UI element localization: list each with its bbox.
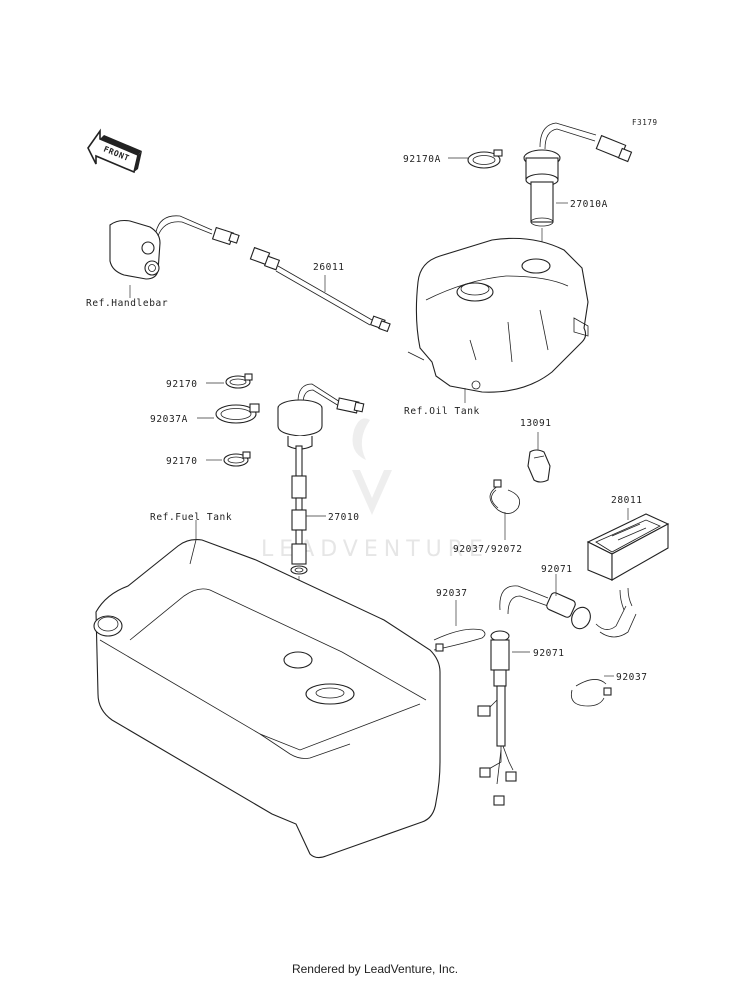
part-92170a-label: 92170A: [403, 154, 441, 165]
part-92037-92072-label: 92037/92072: [453, 544, 523, 555]
fuel-tank: [93, 539, 441, 859]
part-92037-left-label: 92037: [436, 588, 468, 599]
oil-level-sensor-27010a: [523, 122, 633, 227]
ref-oil-tank-label: Ref.Oil Tank: [404, 406, 480, 417]
part-26011-label: 26011: [313, 262, 345, 273]
part-28011-label: 28011: [611, 495, 643, 506]
front-arrow-icon: FRONT: [87, 128, 142, 174]
clamp-92170a: [467, 149, 503, 169]
part-92037-right-label: 92037: [616, 672, 648, 683]
clamp-92037a: [215, 403, 260, 424]
wire-harness-26011: [249, 246, 391, 333]
part-92170-lower-label: 92170: [166, 456, 198, 467]
oil-tank: [407, 237, 589, 393]
ref-fuel-tank-label: Ref.Fuel Tank: [150, 512, 232, 523]
ref-handlebar-label: Ref.Handlebar: [86, 298, 168, 309]
clamp-92170-lower: [223, 451, 251, 467]
cap-13091: [527, 449, 551, 483]
connector-92071-lower: [477, 630, 517, 806]
part-92037a-label: 92037A: [150, 414, 188, 425]
figure-code: F3179: [632, 118, 658, 127]
hose-connector-92071-upper: [499, 585, 637, 638]
band-92037-right: [570, 679, 612, 707]
part-92071-upper-label: 92071: [541, 564, 573, 575]
fuel-gauge-28011: [586, 513, 670, 611]
part-92071-lower-label: 92071: [533, 648, 565, 659]
part-27010-label: 27010: [328, 512, 360, 523]
part-13091-label: 13091: [520, 418, 552, 429]
part-92170-upper-label: 92170: [166, 379, 198, 390]
footer-credit: Rendered by LeadVenture, Inc.: [291, 962, 459, 976]
handlebar-switch: [109, 215, 240, 280]
clamp-92170-upper: [225, 373, 253, 389]
band-92037-left: [433, 628, 486, 652]
part-27010a-label: 27010A: [570, 199, 608, 210]
fuel-level-sensor-27010: [277, 383, 365, 575]
band-92037-92072: [489, 479, 521, 514]
